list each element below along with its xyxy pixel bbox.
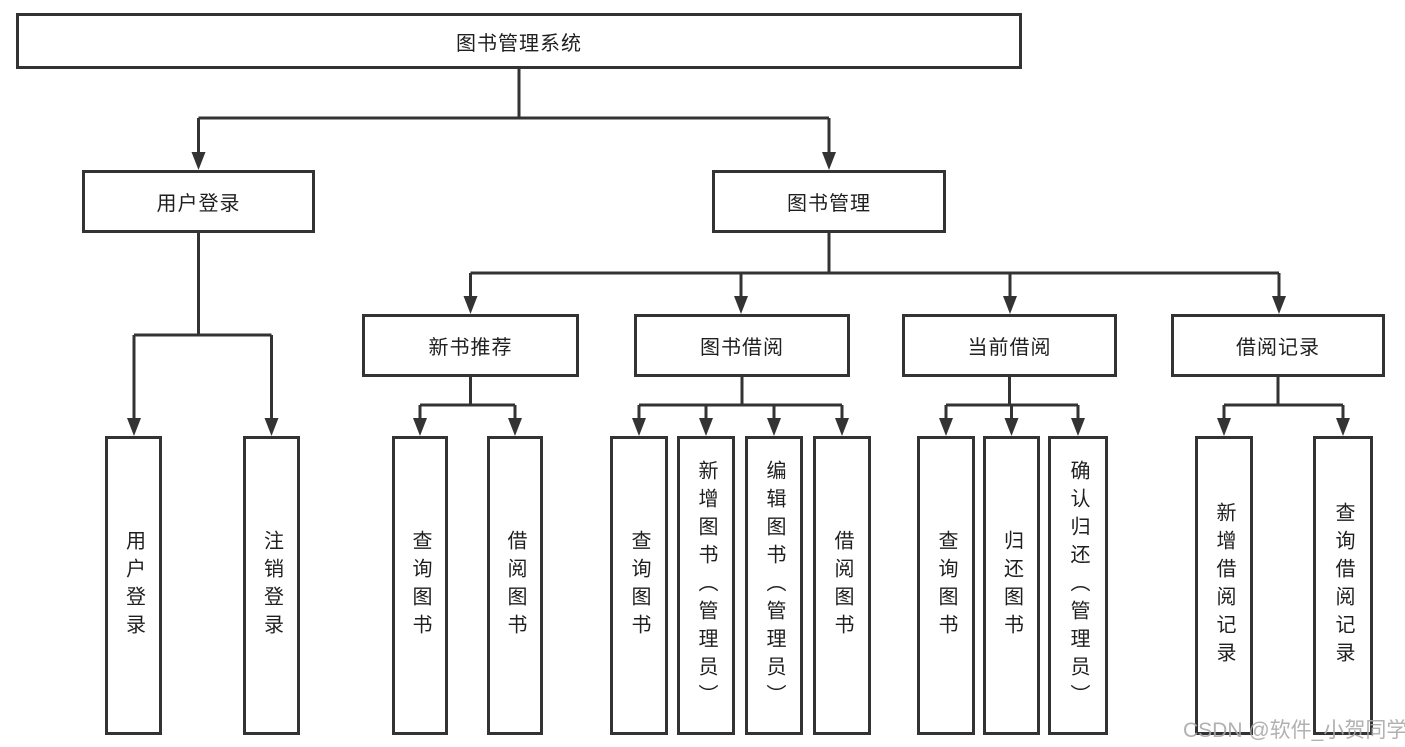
arrow-icon [767,418,781,436]
arrow-icon [127,418,141,436]
leaf-query-books-1: 查询图书 [392,436,448,735]
arrow-icon [939,418,953,436]
arrow-icon [191,152,206,170]
node-new-book-recommend-label: 新书推荐 [428,337,513,359]
arrow-icon [508,418,522,436]
leaf-return-book: 归还图书 [983,436,1040,735]
node-current-borrow-label: 当前借阅 [967,337,1052,359]
leaf-query-books-2-label: 查询图书 [628,529,650,642]
arrow-icon [1336,418,1350,436]
arrow-icon [734,296,748,314]
node-user-login-label: 用户登录 [156,193,241,215]
arrow-icon [1003,296,1017,314]
arrow-icon [632,418,646,436]
node-current-borrow: 当前借阅 [902,314,1117,377]
arrow-icon [835,418,849,436]
leaf-user-login: 用户登录 [105,436,162,735]
leaf-borrow-books-2-label: 借阅图书 [831,529,853,642]
node-book-borrow: 图书借阅 [634,314,850,377]
connector-segments [132,69,1345,419]
node-root-label: 图书管理系统 [456,32,582,55]
arrow-icon [1272,296,1286,314]
csdn-watermark: CSDN @软件_小贺同学 [1183,719,1405,742]
leaf-add-book-admin: 新增图书（管理员） [677,436,735,735]
arrow-icon [822,152,836,170]
leaf-edit-book-admin-label: 编辑图书（管理员） [763,459,785,712]
leaf-borrow-books-1-label: 借阅图书 [504,529,526,642]
leaf-confirm-return-admin: 确认归还（管理员） [1048,436,1108,735]
node-book-management: 图书管理 [712,170,946,233]
node-root: 图书管理系统 [16,13,1022,69]
leaf-add-book-admin-label: 新增图书（管理员） [695,459,717,712]
leaf-logout-label: 注销登录 [260,529,283,642]
arrow-icon [463,296,478,314]
node-book-borrow-label: 图书借阅 [700,337,784,359]
node-borrow-records-label: 借阅记录 [1236,337,1320,359]
node-user-login: 用户登录 [82,170,315,233]
leaf-add-borrow-record: 新增借阅记录 [1195,436,1253,735]
leaf-borrow-books-2: 借阅图书 [813,436,871,735]
leaf-return-book-label: 归还图书 [1000,529,1023,642]
arrow-icon [413,418,427,436]
arrowheads [127,152,1350,436]
leaf-add-borrow-record-label: 新增借阅记录 [1213,501,1235,670]
node-new-book-recommend: 新书推荐 [362,314,579,377]
leaf-user-login-label: 用户登录 [122,529,145,642]
node-borrow-records: 借阅记录 [1171,314,1385,377]
leaf-logout: 注销登录 [243,436,300,735]
leaf-query-books-1-label: 查询图书 [409,529,431,642]
leaf-query-books-3-label: 查询图书 [935,529,957,642]
arrow-icon [1071,418,1085,436]
leaf-edit-book-admin: 编辑图书（管理员） [745,436,803,735]
leaf-confirm-return-admin-label: 确认归还（管理员） [1067,459,1089,712]
arrow-icon [699,418,713,436]
node-book-management-label: 图书管理 [787,193,871,215]
arrow-icon [264,418,279,436]
leaf-query-books-3: 查询图书 [917,436,975,735]
leaf-borrow-books-1: 借阅图书 [487,436,543,735]
leaf-query-books-2: 查询图书 [610,436,668,735]
arrow-icon [1217,418,1231,436]
arrow-icon [1004,418,1019,436]
leaf-query-borrow-record: 查询借阅记录 [1313,436,1373,735]
leaf-query-borrow-record-label: 查询借阅记录 [1332,501,1354,670]
